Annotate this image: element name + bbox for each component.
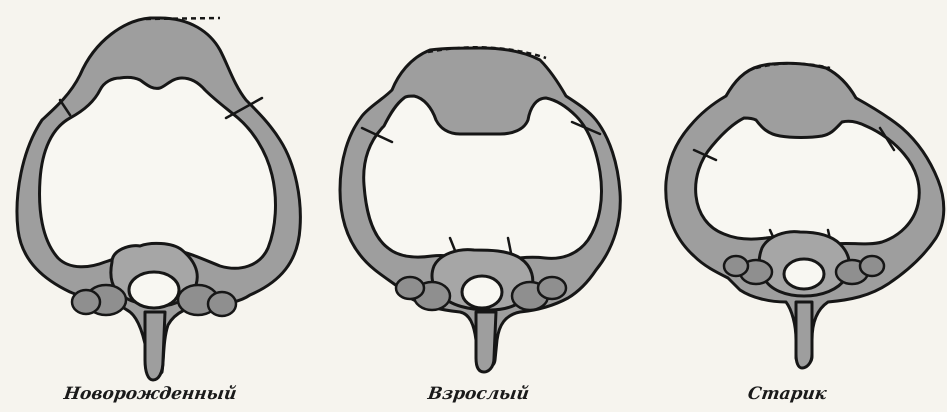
section-newborn xyxy=(17,18,300,380)
nodule-adult-4 xyxy=(538,277,566,299)
spinous-process-adult xyxy=(476,312,496,372)
section-adult xyxy=(340,47,620,372)
nodule-old-4 xyxy=(860,256,884,276)
caption-newborn: Новорожденный xyxy=(63,384,238,404)
section-old xyxy=(666,63,944,368)
spinal-canal-newborn xyxy=(129,272,179,308)
nodule-newborn-2 xyxy=(72,290,100,314)
spinous-process-newborn xyxy=(145,312,165,380)
caption-adult: Взрослый xyxy=(427,384,531,404)
spinal-canal-old xyxy=(784,259,824,289)
spinous-process-old xyxy=(796,302,812,368)
nodule-newborn-4 xyxy=(208,292,236,316)
dashed-line-newborn xyxy=(146,18,220,19)
caption-old: Старик xyxy=(747,384,828,404)
nodule-old-2 xyxy=(724,256,748,276)
spinal-canal-adult xyxy=(462,276,502,308)
nodule-adult-2 xyxy=(396,277,424,299)
